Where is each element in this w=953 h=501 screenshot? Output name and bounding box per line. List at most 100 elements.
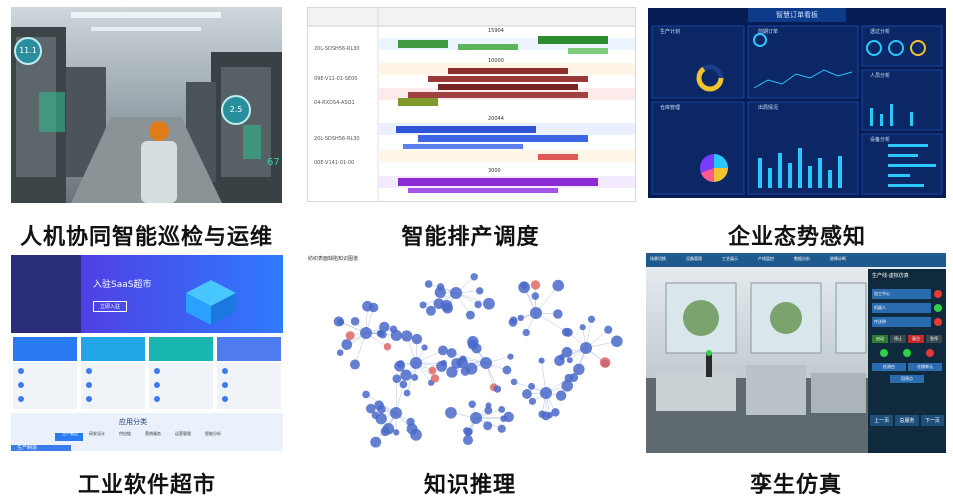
control-btn-robot[interactable]: 机器人 (872, 303, 931, 313)
graph-node[interactable] (538, 410, 546, 418)
graph-node[interactable] (371, 411, 380, 419)
graph-node[interactable] (380, 426, 390, 437)
graph-node[interactable] (370, 436, 382, 448)
graph-node[interactable] (440, 299, 453, 312)
graph-node[interactable] (528, 397, 537, 405)
graph-node[interactable] (440, 359, 447, 367)
graph-node[interactable] (580, 342, 592, 354)
graph-node[interactable] (480, 357, 492, 369)
graph-node[interactable] (530, 307, 542, 319)
graph-node[interactable] (462, 435, 474, 446)
graph-node[interactable] (430, 374, 440, 383)
twin-tab-1[interactable]: 场景切换 (650, 256, 666, 261)
graph-node[interactable] (503, 411, 514, 423)
graph-node[interactable] (438, 345, 448, 356)
graph-node[interactable] (551, 408, 560, 417)
banner-button[interactable]: 立即入驻 (93, 301, 128, 312)
graph-node[interactable] (498, 406, 506, 413)
graph-node[interactable] (483, 421, 493, 431)
control-btn-machining[interactable]: 加工中心 (872, 289, 931, 299)
graph-node[interactable] (428, 366, 437, 375)
graph-node[interactable] (553, 309, 563, 319)
graph-node[interactable] (362, 300, 373, 312)
graph-node[interactable] (393, 429, 400, 436)
graph-node[interactable] (538, 357, 545, 364)
graph-node[interactable] (378, 330, 387, 339)
btn-estop[interactable]: 急停 (926, 335, 942, 343)
graph-node[interactable] (406, 423, 418, 435)
graph-node[interactable] (604, 325, 613, 334)
graph-node[interactable] (573, 363, 585, 376)
graph-node[interactable] (484, 406, 493, 415)
graph-node[interactable] (579, 324, 586, 331)
twin-tab-3[interactable]: 工艺展示 (722, 256, 738, 261)
graph-node[interactable] (510, 378, 518, 386)
btn-prev-page[interactable]: 上一页 (870, 415, 894, 426)
graph-node[interactable] (554, 355, 565, 367)
graph-node[interactable] (476, 287, 484, 295)
graph-node[interactable] (555, 390, 567, 401)
control-btn-inspection[interactable]: 检测台 (872, 363, 906, 371)
graph-node[interactable] (403, 389, 411, 397)
control-btn-home[interactable]: 回原点 (890, 375, 924, 383)
graph-node[interactable] (464, 428, 473, 437)
graph-node[interactable] (587, 315, 596, 323)
twin-tab-2[interactable]: 设备管理 (686, 256, 702, 261)
graph-node[interactable] (517, 314, 524, 322)
graph-node[interactable] (507, 353, 514, 360)
graph-node[interactable] (399, 380, 408, 389)
graph-node[interactable] (483, 297, 495, 310)
category-tab-4[interactable]: 营销服务 (145, 431, 161, 436)
graph-node[interactable] (374, 400, 384, 410)
category-tab-1[interactable]: 生产制造 (62, 431, 78, 436)
graph-node[interactable] (411, 374, 419, 381)
btn-overview[interactable]: 总服务 (895, 415, 919, 426)
twin-tab-4[interactable]: 产线监控 (758, 256, 774, 261)
graph-node[interactable] (540, 387, 552, 399)
graph-node[interactable] (522, 328, 530, 337)
graph-node[interactable] (456, 357, 468, 369)
graph-node[interactable] (611, 335, 623, 348)
graph-node[interactable] (564, 328, 573, 337)
graph-node[interactable] (349, 359, 360, 370)
graph-node[interactable] (468, 400, 476, 408)
graph-node[interactable] (400, 369, 412, 381)
btn-start[interactable]: 启动 (872, 335, 888, 343)
graph-node[interactable] (546, 412, 553, 419)
graph-node[interactable] (446, 366, 458, 378)
control-btn-storage[interactable]: 仓储单元 (908, 363, 942, 371)
graph-node[interactable] (465, 362, 478, 375)
graph-node[interactable] (599, 357, 611, 368)
btn-next-page[interactable]: 下一页 (920, 415, 944, 426)
graph-node[interactable] (528, 382, 536, 390)
graph-node[interactable] (509, 316, 518, 325)
graph-node[interactable] (474, 300, 482, 309)
twin-tab-6[interactable]: 故障诊断 (830, 256, 846, 261)
control-btn-conveyor[interactable]: 传送带 (872, 317, 931, 327)
graph-node[interactable] (561, 346, 573, 358)
graph-node[interactable] (362, 390, 370, 399)
graph-node[interactable] (445, 406, 457, 419)
graph-node[interactable] (406, 417, 415, 427)
graph-node[interactable] (333, 316, 344, 327)
btn-reset[interactable]: 复位 (908, 335, 924, 343)
graph-node[interactable] (520, 281, 528, 289)
graph-node[interactable] (392, 374, 402, 384)
graph-node[interactable] (450, 287, 462, 299)
graph-node[interactable] (421, 344, 428, 351)
graph-node[interactable] (434, 286, 446, 299)
graph-node[interactable] (465, 310, 475, 320)
graph-node[interactable] (424, 280, 433, 288)
category-tab-3[interactable]: 供应链 (119, 431, 131, 436)
graph-node[interactable] (336, 349, 344, 356)
graph-node[interactable] (561, 379, 574, 392)
category-tab-2[interactable]: 研发设计 (89, 431, 105, 436)
graph-node[interactable] (390, 329, 402, 342)
graph-node[interactable] (410, 357, 422, 369)
graph-node[interactable] (493, 385, 502, 393)
graph-node[interactable] (365, 403, 376, 414)
graph-node[interactable] (471, 343, 482, 354)
graph-node[interactable] (426, 305, 436, 316)
graph-node[interactable] (522, 389, 532, 399)
graph-node[interactable] (383, 342, 392, 351)
